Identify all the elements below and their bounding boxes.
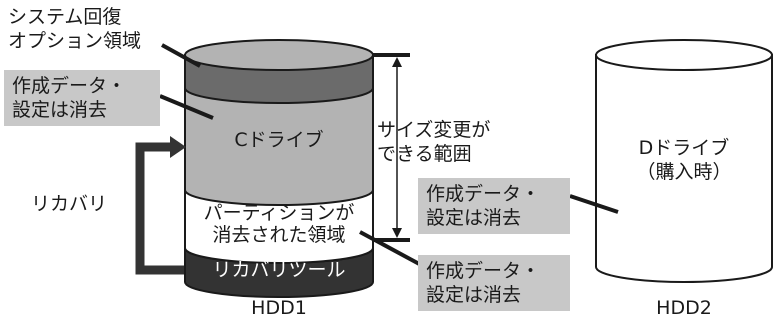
leader-partition-note [359,230,424,268]
note-box-c-drive: 作成データ・ 設定は消去 [4,70,160,126]
c-drive-layer [184,87,374,206]
size-range-arrow-down [392,228,402,238]
recovery-tool-label: リカバリツール [212,259,346,281]
hdd2-top-ellipse [595,39,773,71]
recovery-arrow-head [170,136,186,158]
d-drive-label: Dドライブ （購入時） [636,137,732,183]
hdd1-top-ellipse [184,39,374,71]
partition-erased-layer [184,189,374,264]
hdd2-cylinder-body [595,54,773,283]
leader-d-drive-note [569,194,619,214]
note-box-d-drive: 作成データ・ 設定は消去 [418,255,570,311]
size-changeable-label: サイズ変更が できる範囲 [377,119,491,165]
leader-system-recovery [161,43,201,68]
c-drive-label: Cドライブ [234,129,324,151]
system-recovery-option-area-label: システム回復 オプション領域 [8,6,142,52]
leader-c-drive-note [159,94,214,120]
note-box-partition: 作成データ・ 設定は消去 [418,178,570,234]
recovery-arrow-line [135,142,184,275]
hdd1-label: HDD1 [251,297,307,319]
hdd2-label: HDD2 [656,297,712,319]
partition-erased-label: パーティションが 消去された領域 [203,202,355,246]
size-range-arrow-up [392,57,402,67]
recovery-label: リカバリ [31,193,108,215]
